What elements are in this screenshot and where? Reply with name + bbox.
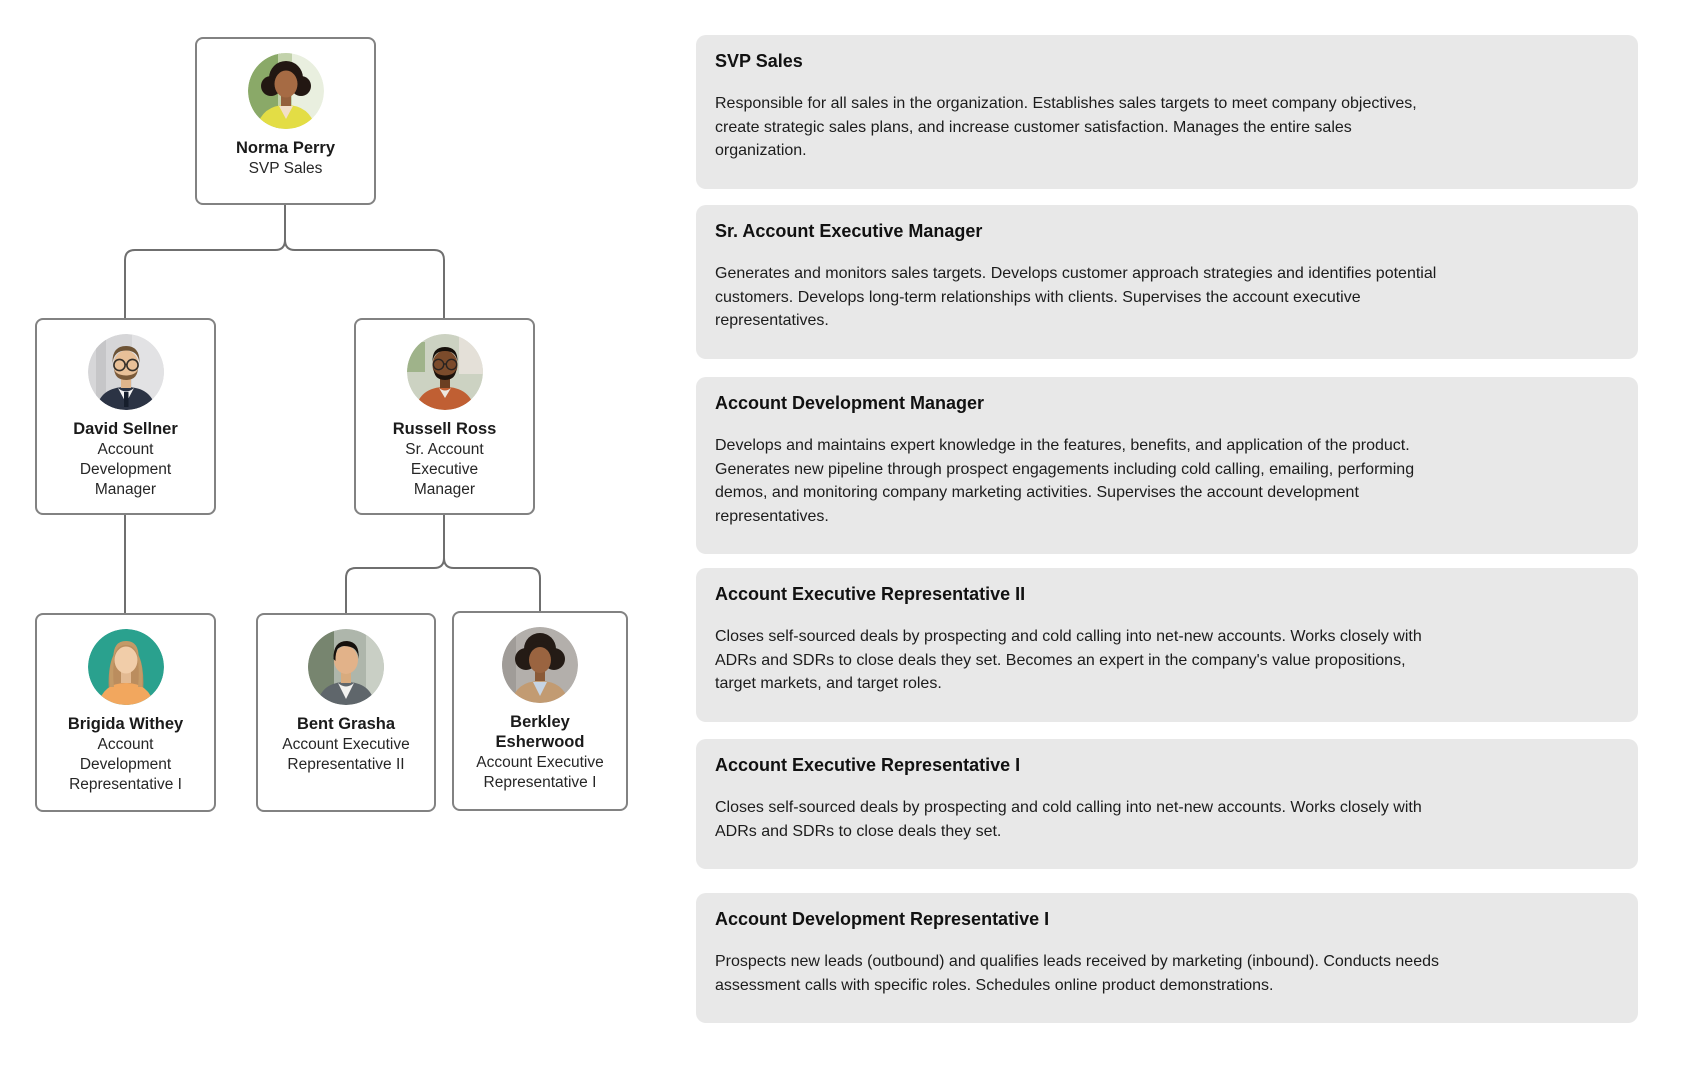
person-name: David Sellner (73, 420, 178, 438)
avatar-brigida-withey (87, 629, 164, 705)
avatar-berkley-esherwood (502, 627, 578, 703)
role-panel-sr-account-executive-manager[interactable]: Sr. Account Executive Manager Generates … (696, 205, 1638, 359)
role-panel-description: Develops and maintains expert knowledge … (715, 437, 1415, 525)
connector-svp-to-adm (124, 205, 286, 318)
role-panel-account-development-manager[interactable]: Account Development Manager Develops and… (696, 377, 1638, 554)
role-panel-title: Account Development Manager (715, 393, 985, 413)
role-panel-description: Closes self-sourced deals by prospecting… (715, 628, 1422, 692)
role-panel-account-executive-representative-2[interactable]: Account Executive Representative II Clos… (696, 568, 1638, 722)
role-panel-account-executive-representative-1[interactable]: Account Executive Representative I Close… (696, 739, 1638, 869)
role-panel-svp-sales[interactable]: SVP Sales Responsible for all sales in t… (696, 35, 1638, 189)
role-panel-title: Sr. Account Executive Manager (715, 221, 983, 241)
connector-saem-to-aer2 (345, 515, 445, 613)
org-card-norma-perry[interactable]: Norma Perry SVP Sales (195, 37, 376, 205)
person-title: Account Development Representative I (69, 736, 182, 793)
person-title: Account Executive Representative I (476, 754, 604, 791)
person-title: SVP Sales (248, 160, 323, 177)
org-card-bent-grasha[interactable]: Bent Grasha Account Executive Representa… (256, 613, 436, 812)
person-title: Account Development Manager (79, 441, 172, 498)
role-panel-title: SVP Sales (715, 51, 803, 71)
role-panel-description: Closes self-sourced deals by prospecting… (715, 799, 1422, 840)
avatar-norma-perry (247, 53, 324, 129)
org-card-david-sellner[interactable]: David Sellner Account Development Manage… (35, 318, 216, 515)
connector-svp-to-saem (284, 239, 445, 318)
role-panel-description: Responsible for all sales in the organiz… (715, 95, 1417, 159)
role-panel-description: Generates and monitors sales targets. De… (715, 265, 1437, 329)
role-panel-description: Prospects new leads (outbound) and quali… (715, 953, 1439, 994)
avatar-russell-ross (406, 334, 483, 410)
connector-saem-to-aer1 (443, 557, 541, 611)
role-panel-account-development-representative-1[interactable]: Account Development Representative I Pro… (696, 893, 1638, 1023)
org-card-berkley-esherwood[interactable]: Berkley Esherwood Account Executive Repr… (452, 611, 628, 811)
role-panel-title: Account Executive Representative I (715, 755, 1021, 775)
person-name: Russell Ross (392, 420, 497, 438)
person-title: Sr. Account Executive Manager (405, 441, 484, 498)
avatar-david-sellner (87, 334, 164, 410)
role-panel-title: Account Executive Representative II (715, 584, 1026, 604)
role-panel-title: Account Development Representative I (715, 909, 1050, 929)
person-name: Berkley Esherwood (495, 713, 585, 751)
person-title: Account Executive Representative II (282, 736, 410, 773)
org-card-brigida-withey[interactable]: Brigida Withey Account Development Repre… (35, 613, 216, 812)
person-name: Brigida Withey (67, 715, 184, 733)
org-card-russell-ross[interactable]: Russell Ross Sr. Account Executive Manag… (354, 318, 535, 515)
avatar-bent-grasha (308, 629, 384, 705)
person-name: Bent Grasha (296, 715, 396, 733)
person-name: Norma Perry (235, 139, 336, 157)
